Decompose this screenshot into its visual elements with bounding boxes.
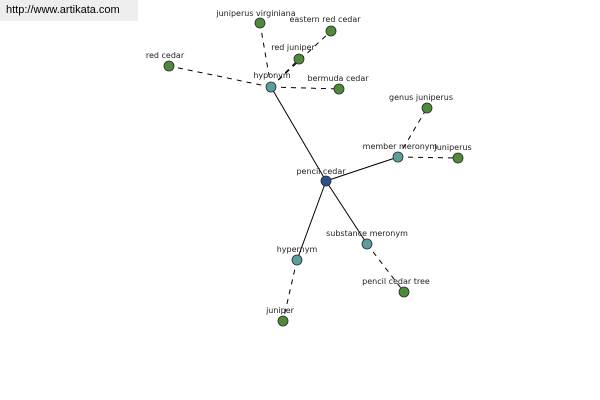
label-bermuda-cedar[interactable]: bermuda cedar	[307, 74, 369, 83]
edge-pencil-cedar-to-member-meronym	[325, 156, 399, 182]
nodes-layer	[163, 17, 464, 327]
node-genus-juniperus[interactable]	[421, 102, 433, 114]
label-substance-meronym[interactable]: substance meronym	[326, 229, 408, 238]
edge-hypernym-to-juniper	[282, 259, 298, 322]
node-red-cedar[interactable]	[163, 60, 175, 72]
node-hyponym[interactable]	[265, 81, 277, 93]
label-hyponym[interactable]: hyponym	[253, 71, 291, 80]
node-hypernym[interactable]	[291, 254, 303, 266]
edge-hyponym-to-red-juniper	[270, 58, 300, 88]
label-juniperus-virginiana[interactable]: juniperus virginiana	[215, 9, 295, 18]
label-juniper[interactable]: juniper	[265, 306, 295, 315]
watermark-url: http://www.artikata.com	[0, 0, 138, 21]
node-juniperus[interactable]	[452, 152, 464, 164]
edges-layer	[168, 22, 459, 322]
label-member-meronym[interactable]: member meronym	[363, 142, 438, 151]
label-pencil-cedar-tree[interactable]: pencil cedar tree	[362, 277, 430, 286]
node-substance-meronym[interactable]	[361, 238, 373, 250]
edge-pencil-cedar-to-hyponym	[270, 86, 327, 182]
label-juniperus[interactable]: Juniperus	[433, 143, 471, 152]
node-pencil-cedar-tree[interactable]	[398, 286, 410, 298]
edge-pencil-cedar-to-hypernym	[296, 180, 327, 261]
edge-substance-meronym-to-pencil-cedar-tree	[366, 243, 405, 293]
label-genus-juniperus[interactable]: genus juniperus	[389, 93, 453, 102]
label-pencil-cedar[interactable]: pencil cedar	[296, 167, 346, 176]
label-red-cedar[interactable]: red cedar	[146, 51, 185, 60]
edge-pencil-cedar-to-substance-meronym	[325, 180, 368, 245]
label-hypernym[interactable]: hypernym	[277, 245, 318, 254]
label-red-juniper[interactable]: red juniper	[271, 43, 315, 52]
node-red-juniper[interactable]	[293, 53, 305, 65]
node-member-meronym[interactable]	[392, 151, 404, 163]
edge-member-meronym-to-juniperus	[397, 156, 459, 159]
edge-hyponym-to-red-cedar	[168, 65, 272, 88]
edge-hyponym-to-juniperus-virginiana	[259, 22, 272, 88]
node-juniperus-virginiana[interactable]	[254, 17, 266, 29]
node-eastern-red-cedar[interactable]	[325, 25, 337, 37]
labels-layer: pencil cedar hyponym member meronym substan…	[146, 9, 472, 315]
node-pencil-cedar[interactable]	[320, 175, 332, 187]
node-bermuda-cedar[interactable]	[333, 83, 345, 95]
node-juniper[interactable]	[277, 315, 289, 327]
edge-hyponym-to-bermuda-cedar	[270, 86, 340, 90]
label-eastern-red-cedar[interactable]: eastern red cedar	[289, 15, 361, 24]
